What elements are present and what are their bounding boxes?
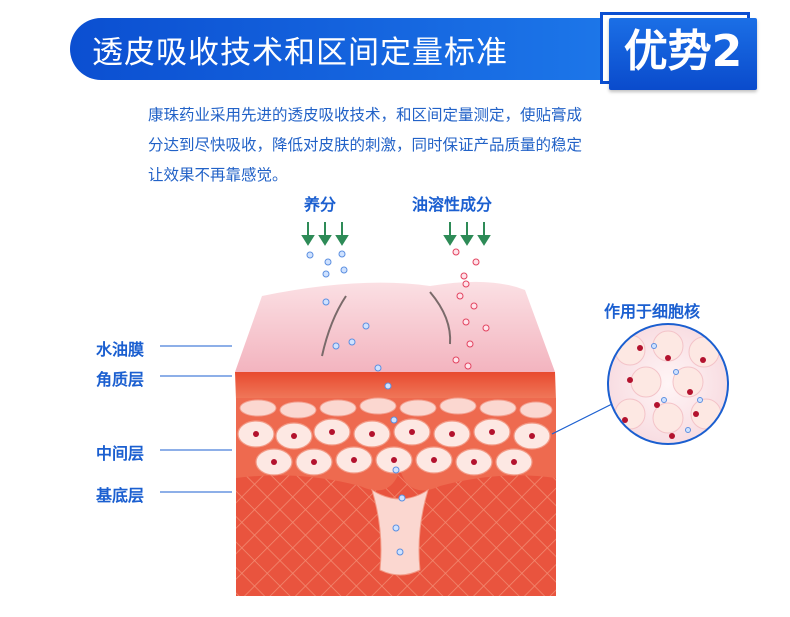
cell-nucleus-label: 作用于细胞核 bbox=[604, 302, 701, 321]
middle-layer-label: 中间层 bbox=[96, 444, 145, 463]
cell-zoom-circle bbox=[607, 323, 729, 445]
dermal-papilla bbox=[371, 488, 429, 576]
oil-film-layer bbox=[235, 281, 555, 372]
intro-line: 让效果不再靠感觉。 bbox=[148, 166, 288, 184]
hair-strand bbox=[429, 291, 452, 345]
nutrient-label: 养分 bbox=[304, 195, 337, 214]
oil-arrows bbox=[443, 222, 491, 246]
basal-layer-label: 基底层 bbox=[96, 486, 145, 505]
header-banner bbox=[70, 18, 630, 80]
intro-paragraph: 康珠药业采用先进的透皮吸收技术，和区间定量测定，使贴膏成 分达到尽快吸收，降低对… bbox=[148, 100, 708, 190]
keratin-layer bbox=[235, 372, 556, 400]
cell-nuclei bbox=[253, 429, 535, 465]
intro-line: 分达到尽快吸收，降低对皮肤的刺激，同时保证产品质量的稳定 bbox=[148, 136, 583, 154]
keratin-cells bbox=[239, 397, 553, 419]
hair-strand bbox=[321, 295, 347, 357]
oil-film-label: 水油膜 bbox=[96, 340, 145, 359]
page-title: 透皮吸收技术和区间定量标准 bbox=[92, 35, 508, 71]
oil-soluble-label: 油溶性成分 bbox=[412, 195, 493, 214]
advantage-badge: 优势2 bbox=[623, 26, 743, 77]
nutrient-arrows bbox=[301, 222, 349, 246]
badge-background bbox=[609, 18, 757, 90]
zoom-connector bbox=[551, 403, 613, 435]
nutrient-particles bbox=[306, 250, 406, 556]
intro-line: 康珠药业采用先进的透皮吸收技术，和区间定量测定，使贴膏成 bbox=[148, 106, 583, 124]
oil-particles bbox=[452, 248, 490, 370]
keratin-label: 角质层 bbox=[96, 370, 145, 389]
